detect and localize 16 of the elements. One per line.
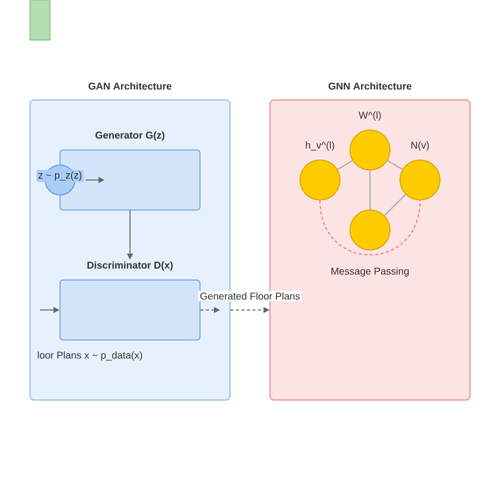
panel-caption: Message Passing: [332, 267, 409, 277]
dashed-curve: [320, 200, 420, 256]
node-label: h_v^(l): [306, 141, 334, 151]
empty-block: [30, 0, 50, 40]
node-label: W^(l): [358, 111, 381, 121]
graph-node-circle: [350, 210, 390, 250]
line: [384, 194, 406, 216]
panel-title: GAN Architecture: [88, 82, 172, 90]
line: [387, 160, 403, 170]
edge-label: Generated Floor Plans: [198, 290, 302, 302]
annotation-text: loor Plans x ~ p_data(x): [38, 351, 142, 361]
panel-title: GNN Architecture: [328, 82, 412, 90]
line: [337, 160, 353, 170]
node-label: N(v): [411, 141, 429, 151]
box-title: Discriminator D(x): [88, 261, 173, 271]
box-title: Generator G(z): [96, 131, 164, 141]
